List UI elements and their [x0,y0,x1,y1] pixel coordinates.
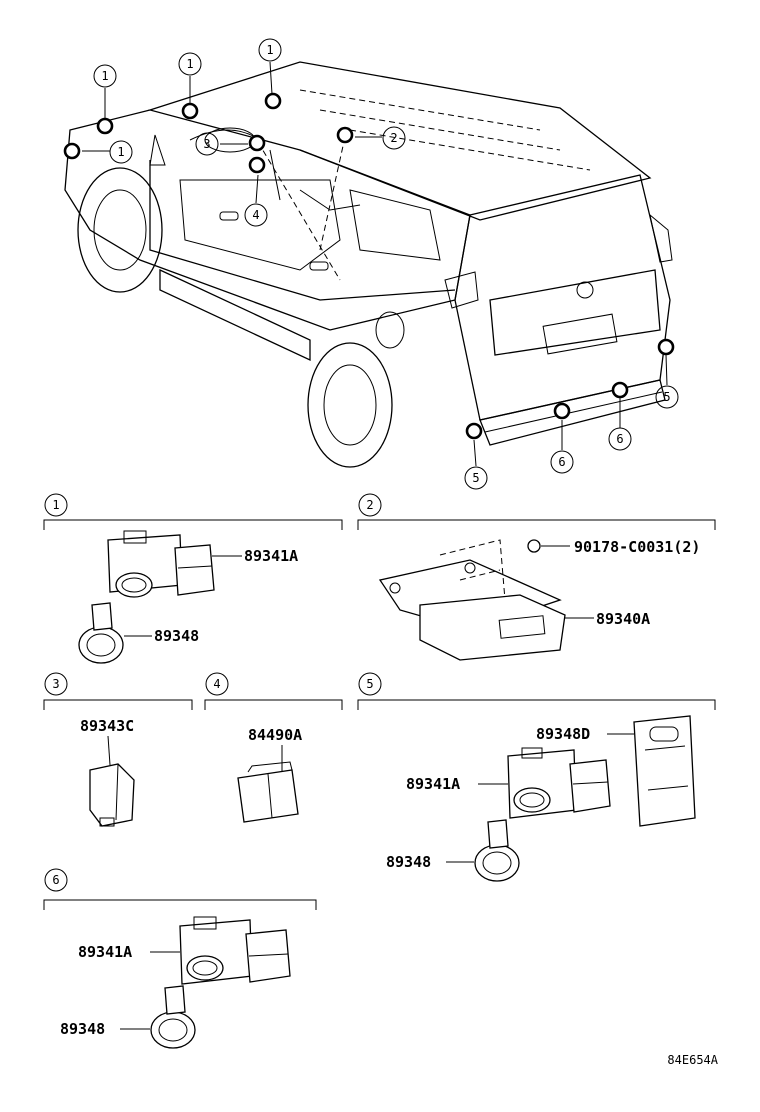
sensor-marker [181,102,199,120]
reference-code: 84E654A [667,1053,718,1067]
callout-badge: 1 [178,52,202,76]
callout-badge: 2 [382,126,406,150]
part-number-label: 89348 [386,853,431,871]
part-number-label: 89341A [406,775,460,793]
sensor-retainer-icon [78,602,124,664]
part-number-label: 89348 [60,1020,105,1038]
sensor-bracket-icon [633,715,696,827]
sensor-marker [465,422,483,440]
sensor-marker [611,381,629,399]
callout-badge: 4 [244,203,268,227]
part-number-label: 89348 [154,627,199,645]
callout-number: 1 [186,57,193,71]
callout-badge: 1 [258,38,282,62]
callout-number: 3 [203,137,210,151]
part-number-label: 89341A [244,547,298,565]
part-number-label: 90178-C0031(2) [574,538,700,556]
callout-badge: 3 [195,132,219,156]
callout-badge: 5 [655,385,679,409]
sensor-marker [553,402,571,420]
sensor-markers [63,61,675,467]
sensor-marker [248,156,266,174]
sensor-marker [264,92,282,110]
vehicle-callouts: 1 1 1 1 2 3 4 5 [93,38,679,490]
section-4: 4 84490A [204,672,343,823]
callout-number: 5 [472,471,479,485]
sensor-connector-icon [89,763,135,827]
ultrasonic-sensor-icon [107,530,215,598]
callout-badge: 6 [608,427,632,451]
sensor-marker [96,117,114,135]
callout-number: 4 [252,208,259,222]
part-number-label: 89341A [78,943,132,961]
ultrasonic-sensor-icon [179,916,291,985]
callout-badge: 6 [550,450,574,474]
section-number: 6 [52,873,59,887]
callout-badge: 1 [93,64,117,88]
section-number: 2 [366,498,373,512]
callout-number: 6 [558,455,565,469]
part-number-label: 84490A [248,726,302,744]
callout-number: 1 [266,43,273,57]
callout-number: 2 [390,131,397,145]
part-number-label: 89343C [80,717,134,735]
section-number: 3 [52,677,59,691]
sensor-retainer-icon [150,985,196,1049]
section-number: 5 [366,677,373,691]
callout-badge: 1 [109,140,133,164]
sensor-retainer-icon [474,819,520,882]
sensor-marker [336,126,354,144]
section-3: 3 89343C [43,672,193,827]
ultrasonic-sensor-icon [507,747,611,819]
computer-module-icon [378,539,566,661]
section-2: 2 90178-C0031(2) 89340A [357,493,716,661]
bolt-icon [527,539,541,553]
callout-number: 5 [663,390,670,404]
section-1: 1 89341A 89348 [43,493,343,664]
section-6: 6 89341A 89348 [43,868,317,1049]
callout-badge: 5 [464,466,488,490]
sensor-marker [63,142,81,160]
section-number: 1 [52,498,59,512]
part-number-label: 89348D [536,725,590,743]
sensor-marker [248,134,266,152]
callout-number: 6 [616,432,623,446]
callout-number: 1 [101,69,108,83]
sensor-marker [657,338,675,356]
section-5: 5 89348D 89341A 89348 [357,672,716,882]
section-number: 4 [213,677,220,691]
switch-icon [237,761,299,823]
part-number-label: 89340A [596,610,650,628]
callout-number: 1 [117,145,124,159]
vehicle-illustration [64,61,673,468]
